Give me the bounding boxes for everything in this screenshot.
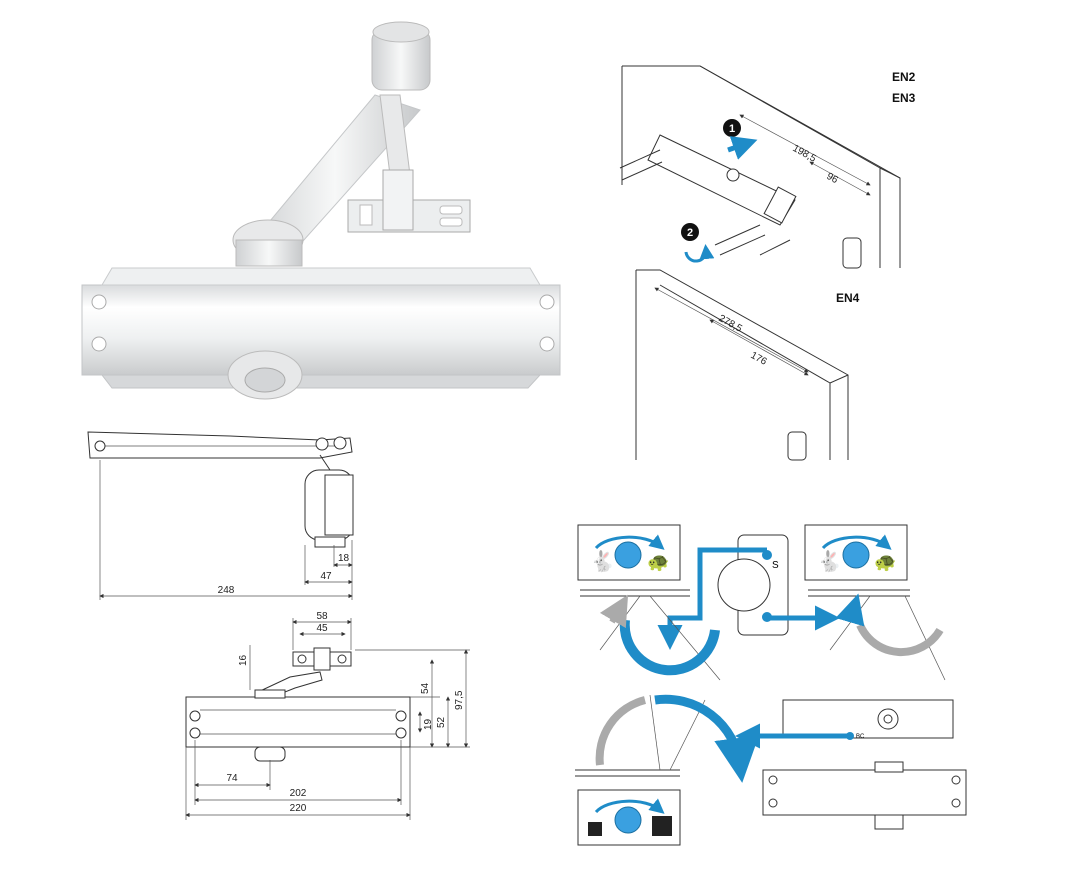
step-1-badge xyxy=(723,119,741,137)
dim-19: 19 xyxy=(423,718,434,730)
dim-47: 47 xyxy=(320,571,332,582)
label-en2: EN2 xyxy=(892,70,916,84)
dim-248: 248 xyxy=(218,585,235,596)
light-weight-icon xyxy=(588,822,602,836)
valve-hex-icon xyxy=(614,541,642,569)
backcheck-adjust-diagram: BC xyxy=(575,694,967,846)
dim-198-5: 198,5 xyxy=(791,143,819,165)
step-1-label: 1 xyxy=(729,123,735,135)
valve-hex-icon-2 xyxy=(842,541,870,569)
dim-52: 52 xyxy=(436,716,447,728)
backcheck-valve-icon xyxy=(614,806,642,834)
install-diagram-en4: 278,5 176 EN4 xyxy=(635,269,860,461)
dim-74: 74 xyxy=(226,773,238,784)
dim-16: 16 xyxy=(238,654,249,666)
install-diagram-en2-en3: 198,5 96 1 2 EN2 EN3 xyxy=(619,65,916,269)
valve-s-label: S xyxy=(772,560,779,571)
dim-220: 220 xyxy=(290,803,307,814)
heavy-weight-icon xyxy=(652,816,672,836)
dim-58: 58 xyxy=(316,611,328,622)
label-en4: EN4 xyxy=(836,291,860,305)
label-en3: EN3 xyxy=(892,91,916,105)
turtle-icon: 🐢 xyxy=(647,552,669,573)
turtle-icon-2: 🐢 xyxy=(874,552,896,573)
dim-176: 176 xyxy=(749,350,769,368)
valve-bc-label: BC xyxy=(856,734,865,740)
dim-96: 96 xyxy=(825,171,840,186)
rabbit-icon: 🐇 xyxy=(590,549,615,573)
speed-adjust-diagram: 🐇 🐢 🐇 🐢 S xyxy=(577,524,946,681)
dim-45: 45 xyxy=(316,623,328,634)
step-2-label: 2 xyxy=(687,227,693,239)
front-view: 58 45 16 54 97,5 19 52 74 202 220 xyxy=(185,611,470,820)
dim-18: 18 xyxy=(338,553,350,564)
arm-side-view: 248 47 18 xyxy=(87,431,354,600)
dim-202: 202 xyxy=(290,788,307,799)
step-2-badge xyxy=(681,223,699,241)
dim-54: 54 xyxy=(420,682,431,694)
door-closer-photo xyxy=(81,21,561,400)
dim-97-5: 97,5 xyxy=(454,690,465,710)
rabbit-icon-2: 🐇 xyxy=(817,549,842,573)
